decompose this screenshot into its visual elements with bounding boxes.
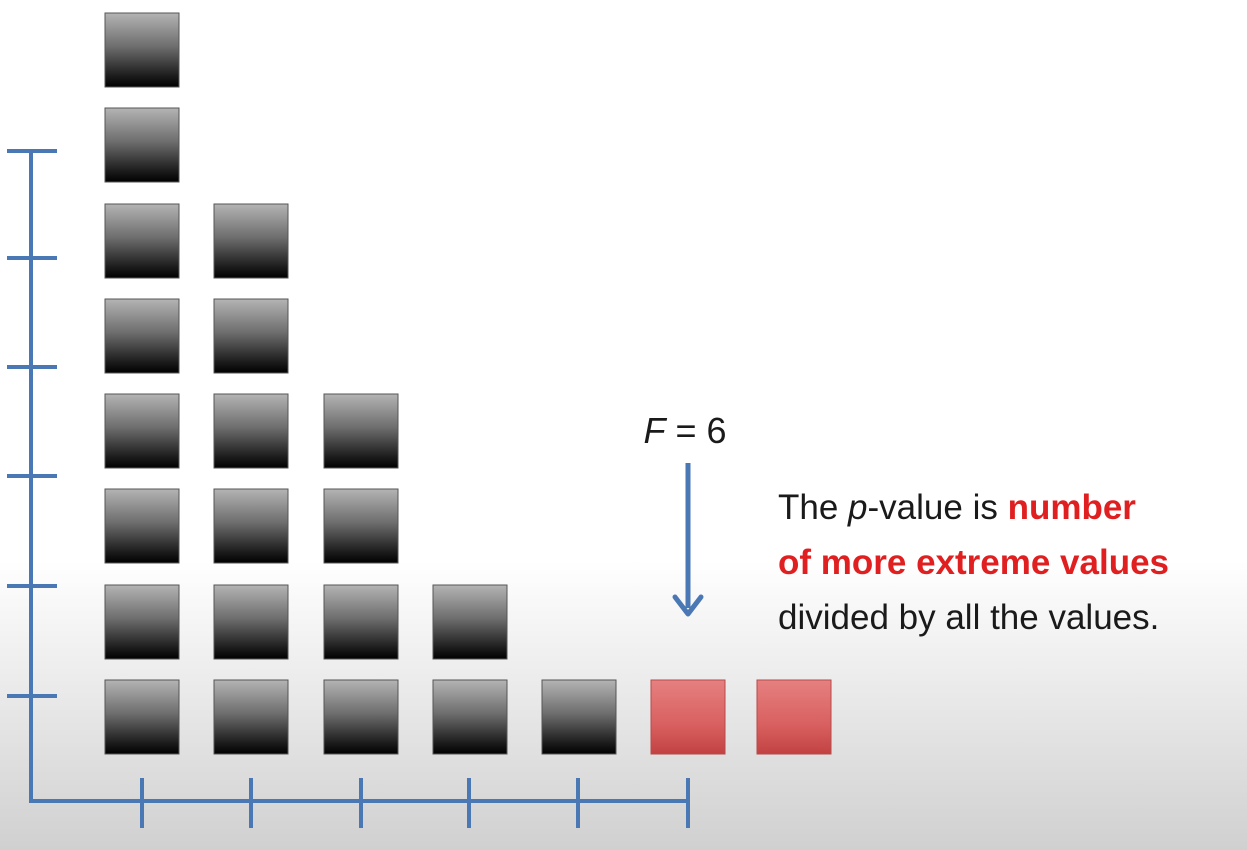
value-box: [213, 203, 289, 279]
value-box: [323, 584, 399, 660]
value-box: [104, 393, 180, 469]
f-symbol: F: [643, 410, 666, 451]
arrow-head: [672, 594, 704, 617]
caption-text: The: [778, 488, 849, 527]
extreme-value-box: [756, 679, 832, 755]
value-box: [541, 679, 617, 755]
value-box: [323, 393, 399, 469]
value-box: [323, 488, 399, 564]
value-box: [213, 679, 289, 755]
caption-line-3: divided by all the values.: [778, 598, 1160, 637]
f-value: = 6: [665, 410, 727, 451]
caption-line-1: The p-value is number: [778, 480, 1244, 535]
value-box: [213, 298, 289, 374]
value-box: [104, 584, 180, 660]
caption-text: -value is: [867, 488, 1008, 527]
extreme-value-box: [650, 679, 726, 755]
value-box: [323, 679, 399, 755]
value-box: [213, 393, 289, 469]
down-arrow-icon: [672, 463, 704, 617]
value-box: [104, 12, 180, 88]
value-box: [104, 679, 180, 755]
value-box: [104, 107, 180, 183]
caption-p-symbol: p: [848, 488, 868, 527]
value-box: [432, 679, 508, 755]
value-box: [104, 298, 180, 374]
value-box: [104, 488, 180, 564]
caption-line-2: of more extreme values: [778, 543, 1170, 582]
value-box: [213, 488, 289, 564]
f-statistic-label: F = 6: [600, 410, 770, 452]
value-box: [104, 203, 180, 279]
caption-highlight: number: [1007, 488, 1136, 527]
p-value-caption: The p-value is number of more extreme va…: [778, 480, 1244, 645]
value-box: [432, 584, 508, 660]
value-box: [213, 584, 289, 660]
